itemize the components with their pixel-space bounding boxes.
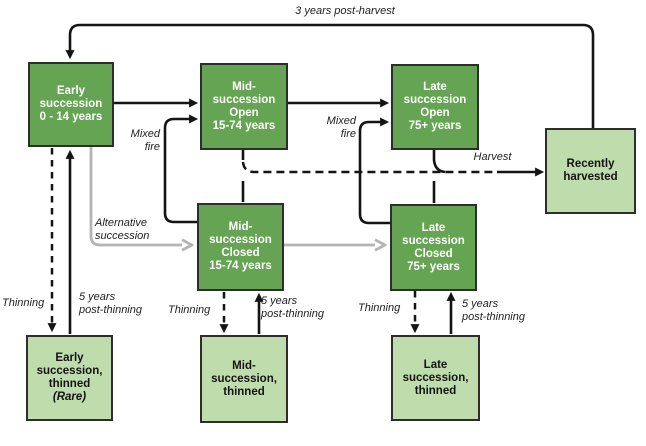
box-mid-succession-open-label: Mid- succession Open 15-74 years xyxy=(212,80,276,132)
box-recently-harvested: Recently harvested xyxy=(545,128,636,214)
box-late-succession-thinned-label: Late succession, thinned xyxy=(402,358,469,397)
label-thinning-late: Thinning xyxy=(358,302,401,314)
stub-lateopen-harvest xyxy=(432,150,446,174)
box-mid-succession-closed-label: Mid- succession Closed 15-74 years xyxy=(209,221,272,272)
box-late-succession-open-label: Late succession Open 75+ years xyxy=(403,81,467,132)
line-harvest-dashed xyxy=(241,161,497,174)
box-mid-succession-thinned-label: Mid- succession, thinned xyxy=(211,359,277,398)
label-post-thinning-late: 5 years post-thinning xyxy=(462,298,525,323)
box-mid-succession-open: Mid- succession Open 15-74 years xyxy=(200,63,288,150)
arrow-altsuccession-early-to-midclosed xyxy=(89,147,182,245)
label-post-thinning-mid: 5 years post-thinning xyxy=(261,295,324,320)
label-mixed-fire-late: Mixed fire xyxy=(326,115,356,140)
label-thinning-mid: Thinning xyxy=(168,304,211,316)
box-early-succession-thinned-rare-note: (Rare) xyxy=(52,391,87,403)
box-late-succession-closed-label: Late succession Closed 75+ years xyxy=(402,221,465,273)
box-mid-succession-thinned: Mid- succession, thinned xyxy=(200,335,288,423)
label-post-thinning-early: 5 years post-thinning xyxy=(79,291,142,316)
box-late-succession-open: Late succession Open 75+ years xyxy=(391,64,479,150)
arrow-post-harvest xyxy=(65,23,595,128)
arrow-mixedfire-mid xyxy=(163,114,199,224)
box-late-succession-thinned: Late succession, thinned xyxy=(391,335,480,421)
label-alternative-succession: Alternative succession xyxy=(95,217,150,242)
box-early-succession-thinned-label: Early succession, thinned xyxy=(36,352,103,390)
box-early-succession: Early succession 0 - 14 years xyxy=(28,62,114,147)
box-early-succession-label: Early succession 0 - 14 years xyxy=(39,85,103,123)
box-recently-harvested-label: Recently harvested xyxy=(563,158,618,183)
label-3-years-post-harvest: 3 years post-harvest xyxy=(295,5,395,17)
label-harvest: Harvest xyxy=(473,151,512,163)
label-mixed-fire-mid: Mixed fire xyxy=(130,128,160,153)
label-thinning-early: Thinning xyxy=(2,297,45,309)
box-early-succession-thinned: Early succession, thinned (Rare) xyxy=(26,335,113,421)
box-late-succession-closed: Late succession Closed 75+ years xyxy=(390,204,477,291)
box-mid-succession-closed: Mid- succession Closed 15-74 years xyxy=(197,203,284,291)
